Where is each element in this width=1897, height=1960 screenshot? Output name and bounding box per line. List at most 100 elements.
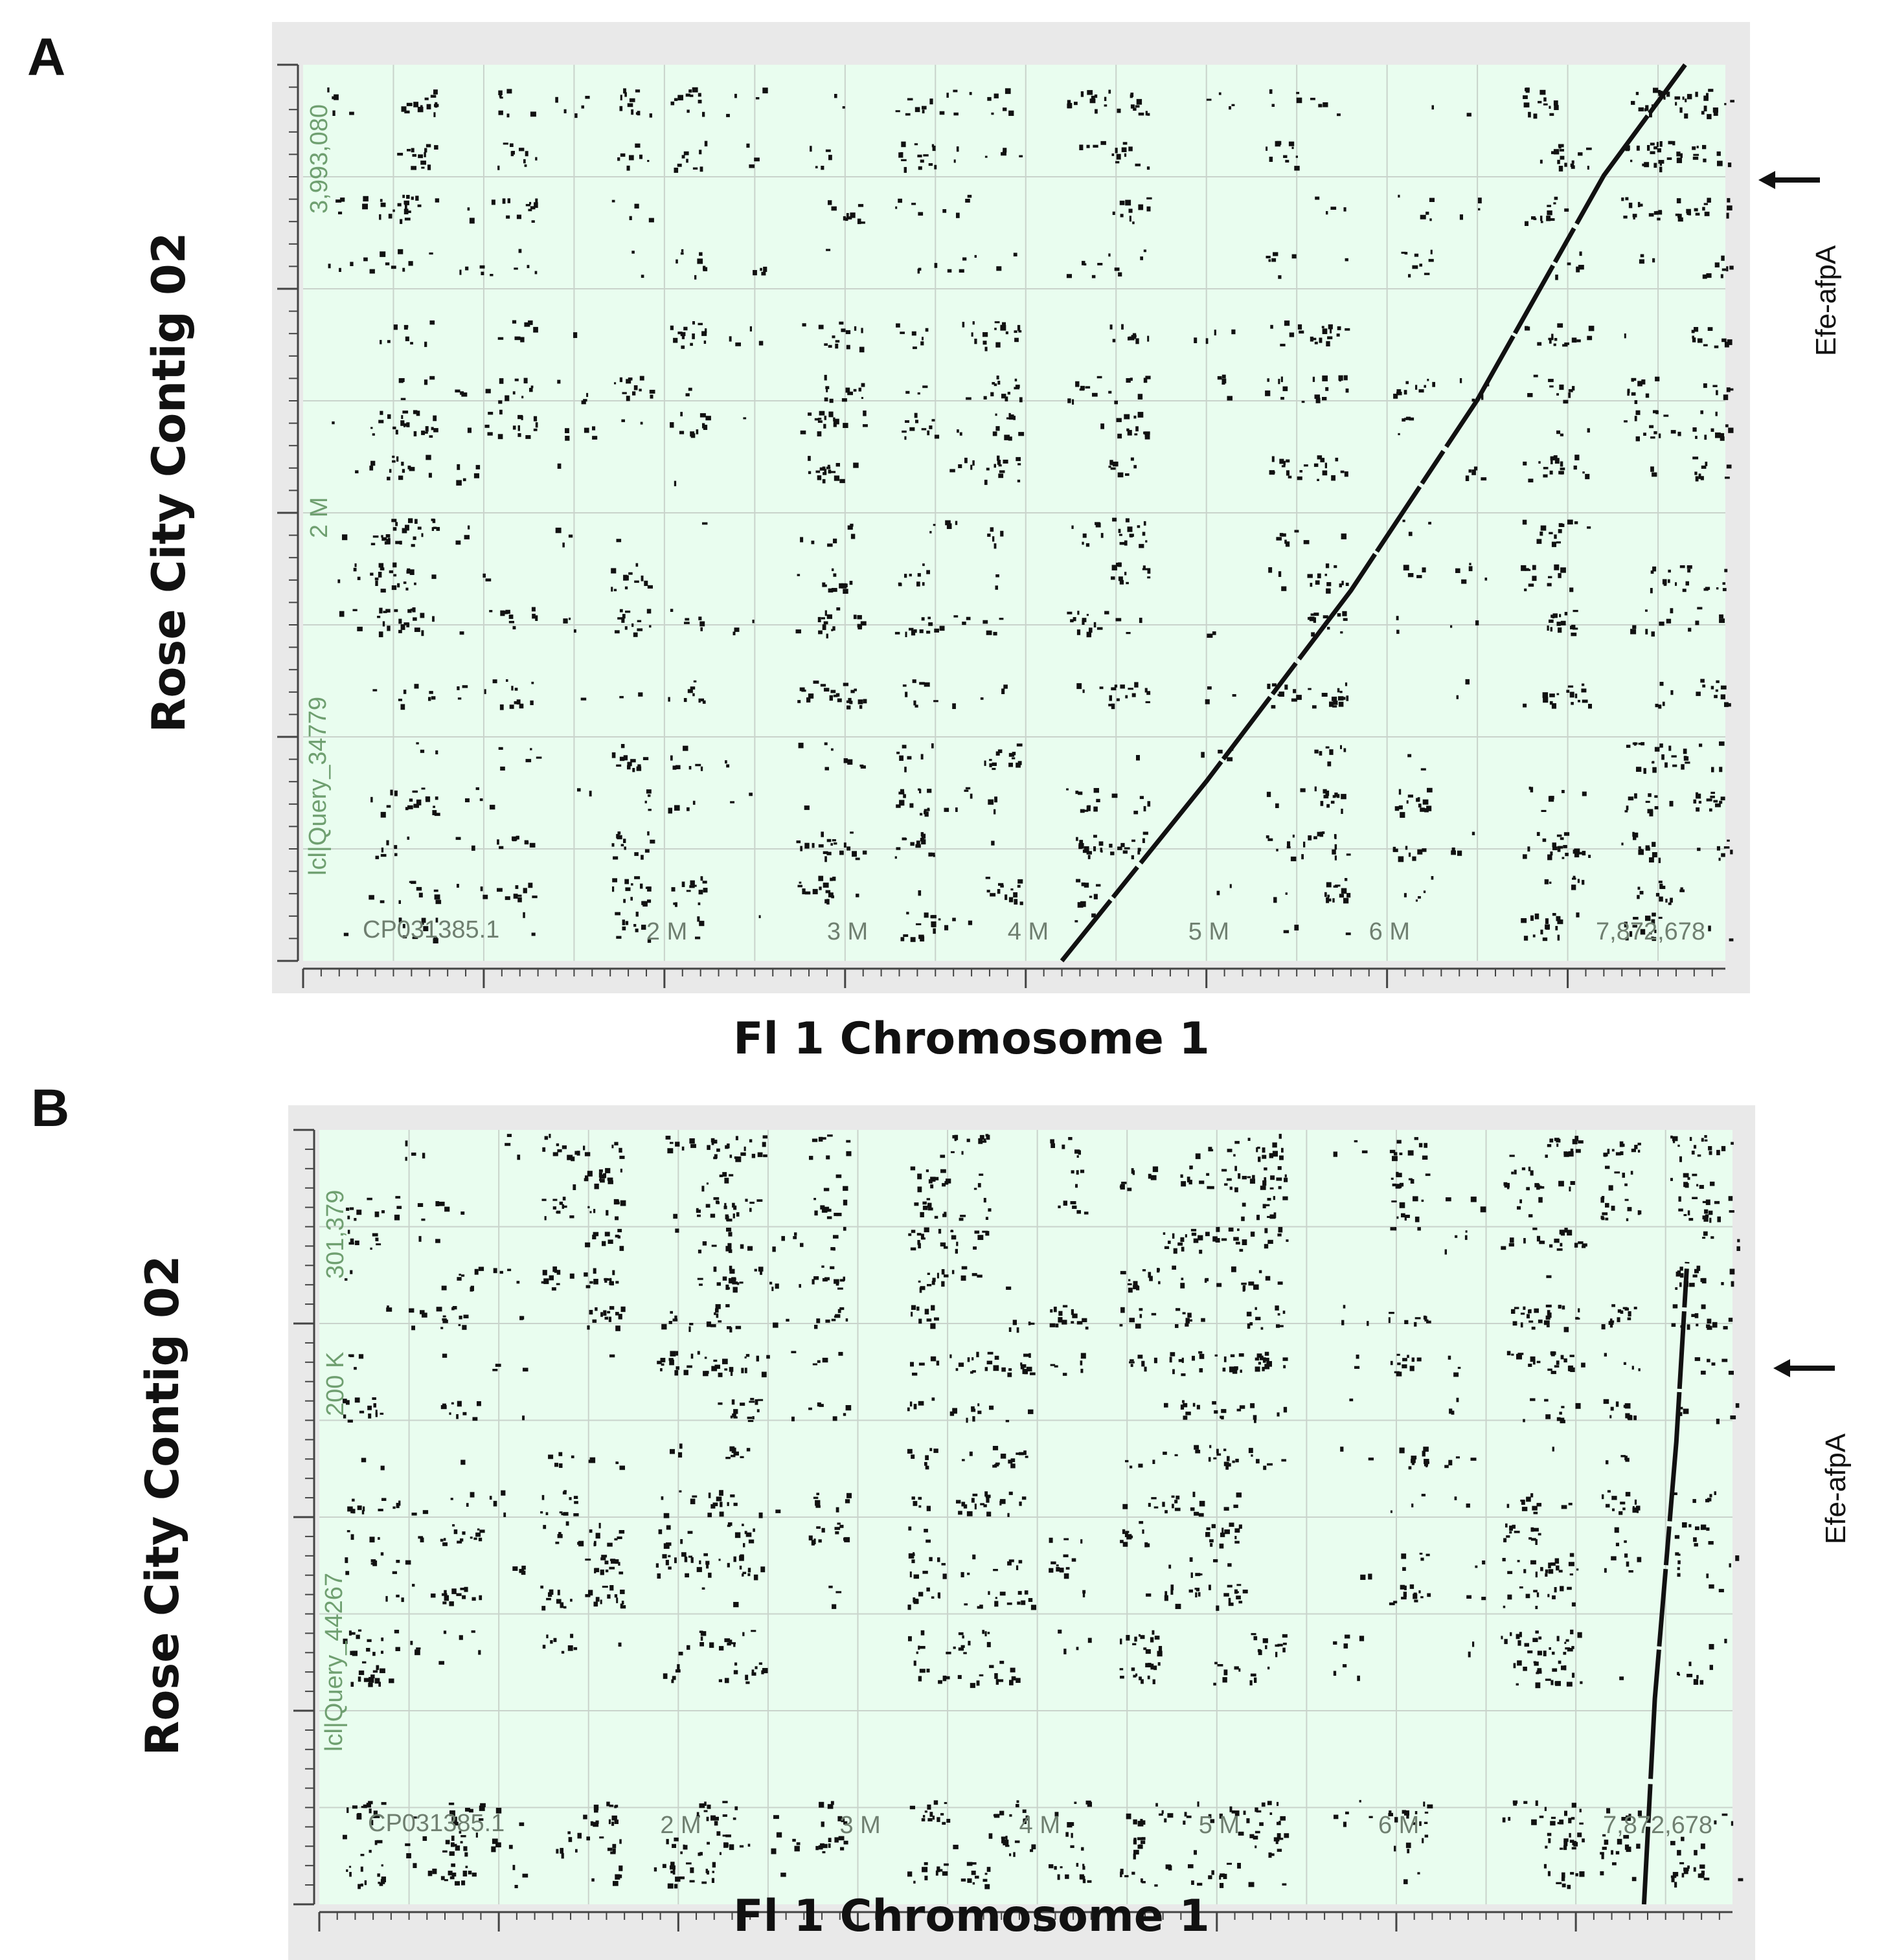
panel-a-dot xyxy=(829,695,833,701)
panel-b-dot xyxy=(1579,1871,1585,1877)
panel-b-dot xyxy=(1543,1320,1550,1325)
panel-a-dot xyxy=(622,614,626,619)
panel-b-dot xyxy=(719,1175,723,1177)
panel-b-dot xyxy=(994,1673,998,1679)
panel-a-dot xyxy=(860,621,867,626)
panel-b-dot xyxy=(1552,1668,1558,1672)
panel-b-dot xyxy=(958,1362,964,1367)
panel-b-dot xyxy=(729,1446,735,1452)
panel-a-dot xyxy=(647,585,653,589)
panel-a-dot xyxy=(1281,465,1286,467)
panel-b-dot xyxy=(381,1638,384,1641)
panel-a-dot xyxy=(857,218,861,225)
panel-b-dot xyxy=(690,1498,696,1505)
panel-a-dot xyxy=(404,201,409,205)
panel-b-dot xyxy=(1523,1306,1526,1310)
panel-b-x-tick-label: 4 M xyxy=(1019,1812,1060,1839)
panel-a-dot xyxy=(995,574,999,578)
panel-a-dot xyxy=(895,206,898,209)
panel-a-dot xyxy=(525,151,528,157)
panel-a-dot xyxy=(377,616,381,618)
panel-b-dot xyxy=(1058,1311,1063,1316)
panel-b-dot xyxy=(1411,1463,1415,1465)
panel-b-dot xyxy=(931,1281,935,1285)
panel-b-dot xyxy=(679,1443,683,1449)
panel-b-dot xyxy=(1029,1322,1035,1325)
panel-b-dot xyxy=(736,1212,740,1217)
panel-b-dot xyxy=(1198,1573,1203,1576)
panel-b-dot xyxy=(1671,1323,1676,1327)
panel-b-dot xyxy=(932,1816,935,1820)
panel-b-dot xyxy=(1536,1670,1542,1674)
panel-b-dot xyxy=(1054,1365,1058,1368)
panel-a-dot xyxy=(1647,145,1650,151)
panel-b-dot xyxy=(997,1679,1004,1682)
panel-a-dot xyxy=(910,937,916,942)
panel-b-dot xyxy=(545,1512,549,1515)
panel-b-dot xyxy=(1277,1166,1282,1170)
panel-a-dot xyxy=(509,704,514,709)
panel-b-dot xyxy=(1390,1510,1392,1513)
panel-b-dot xyxy=(733,1409,738,1414)
panel-b-dot xyxy=(927,1272,930,1275)
panel-a-dot xyxy=(681,881,685,887)
panel-b-dot xyxy=(621,1601,624,1605)
panel-b-dot xyxy=(1400,1584,1405,1590)
panel-b-dot xyxy=(677,1664,680,1670)
panel-a-dot xyxy=(1547,205,1551,207)
panel-a-dot xyxy=(1137,525,1141,528)
panel-b-dot xyxy=(396,1594,400,1597)
panel-b-dot xyxy=(1605,1202,1609,1208)
panel-a-dot xyxy=(617,617,622,620)
panel-a-dot xyxy=(1544,879,1549,884)
panel-a-dot xyxy=(850,534,856,539)
panel-b-dot xyxy=(1414,1599,1418,1603)
panel-b-dot xyxy=(1028,1598,1033,1602)
panel-a-dot xyxy=(835,340,840,343)
panel-b-dot xyxy=(462,1412,467,1415)
panel-a-dot xyxy=(833,417,835,422)
panel-b-dot xyxy=(1157,1650,1163,1657)
panel-a-dot xyxy=(1405,846,1408,850)
panel-b-dot xyxy=(440,1538,444,1542)
panel-b-dot xyxy=(1548,1838,1551,1843)
panel-b-dot xyxy=(1601,1217,1605,1221)
panel-b-dot xyxy=(1523,1569,1527,1573)
panel-b-dot xyxy=(814,1325,818,1329)
panel-b-dot xyxy=(1137,1821,1144,1827)
panel-b-dot xyxy=(1731,1281,1734,1287)
panel-b-dot xyxy=(1560,1232,1565,1236)
panel-b-dot xyxy=(1696,1674,1699,1679)
panel-a-dot xyxy=(914,412,918,418)
panel-b-dot xyxy=(1699,1185,1704,1189)
panel-b-dot xyxy=(1256,1459,1260,1464)
panel-a-dot xyxy=(826,899,830,905)
panel-a-dot xyxy=(1551,459,1553,464)
panel-b-dot xyxy=(349,1872,352,1877)
panel-b-dot xyxy=(828,1838,832,1842)
panel-a-dot xyxy=(647,938,652,943)
panel-b-dot xyxy=(826,1216,832,1219)
panel-a-dot xyxy=(817,431,822,436)
panel-b-dot xyxy=(367,1639,372,1642)
panel-b-dot xyxy=(1421,1494,1426,1496)
panel-b-dot xyxy=(1016,1804,1019,1808)
panel-a-dot xyxy=(1582,699,1588,703)
panel-a-dot xyxy=(1111,687,1117,691)
panel-b-dot xyxy=(911,1559,915,1564)
panel-b-dot xyxy=(1223,1873,1227,1879)
panel-a-dot xyxy=(1702,684,1706,688)
panel-b-dot xyxy=(394,1630,400,1634)
panel-b-dot xyxy=(1144,1542,1148,1548)
panel-b-dot xyxy=(1282,1196,1288,1200)
panel-b-dot xyxy=(1277,1412,1280,1417)
panel-b-dot xyxy=(1701,1138,1704,1142)
panel-b-dot xyxy=(913,1501,918,1506)
panel-b-dot xyxy=(1501,1246,1506,1250)
panel-b-dot xyxy=(818,1136,823,1142)
panel-a-dot xyxy=(1329,701,1334,707)
panel-b-dot xyxy=(703,1810,708,1812)
panel-b-dot xyxy=(417,1203,424,1207)
panel-a-dot xyxy=(416,742,419,745)
panel-b-dot xyxy=(1130,1465,1133,1469)
